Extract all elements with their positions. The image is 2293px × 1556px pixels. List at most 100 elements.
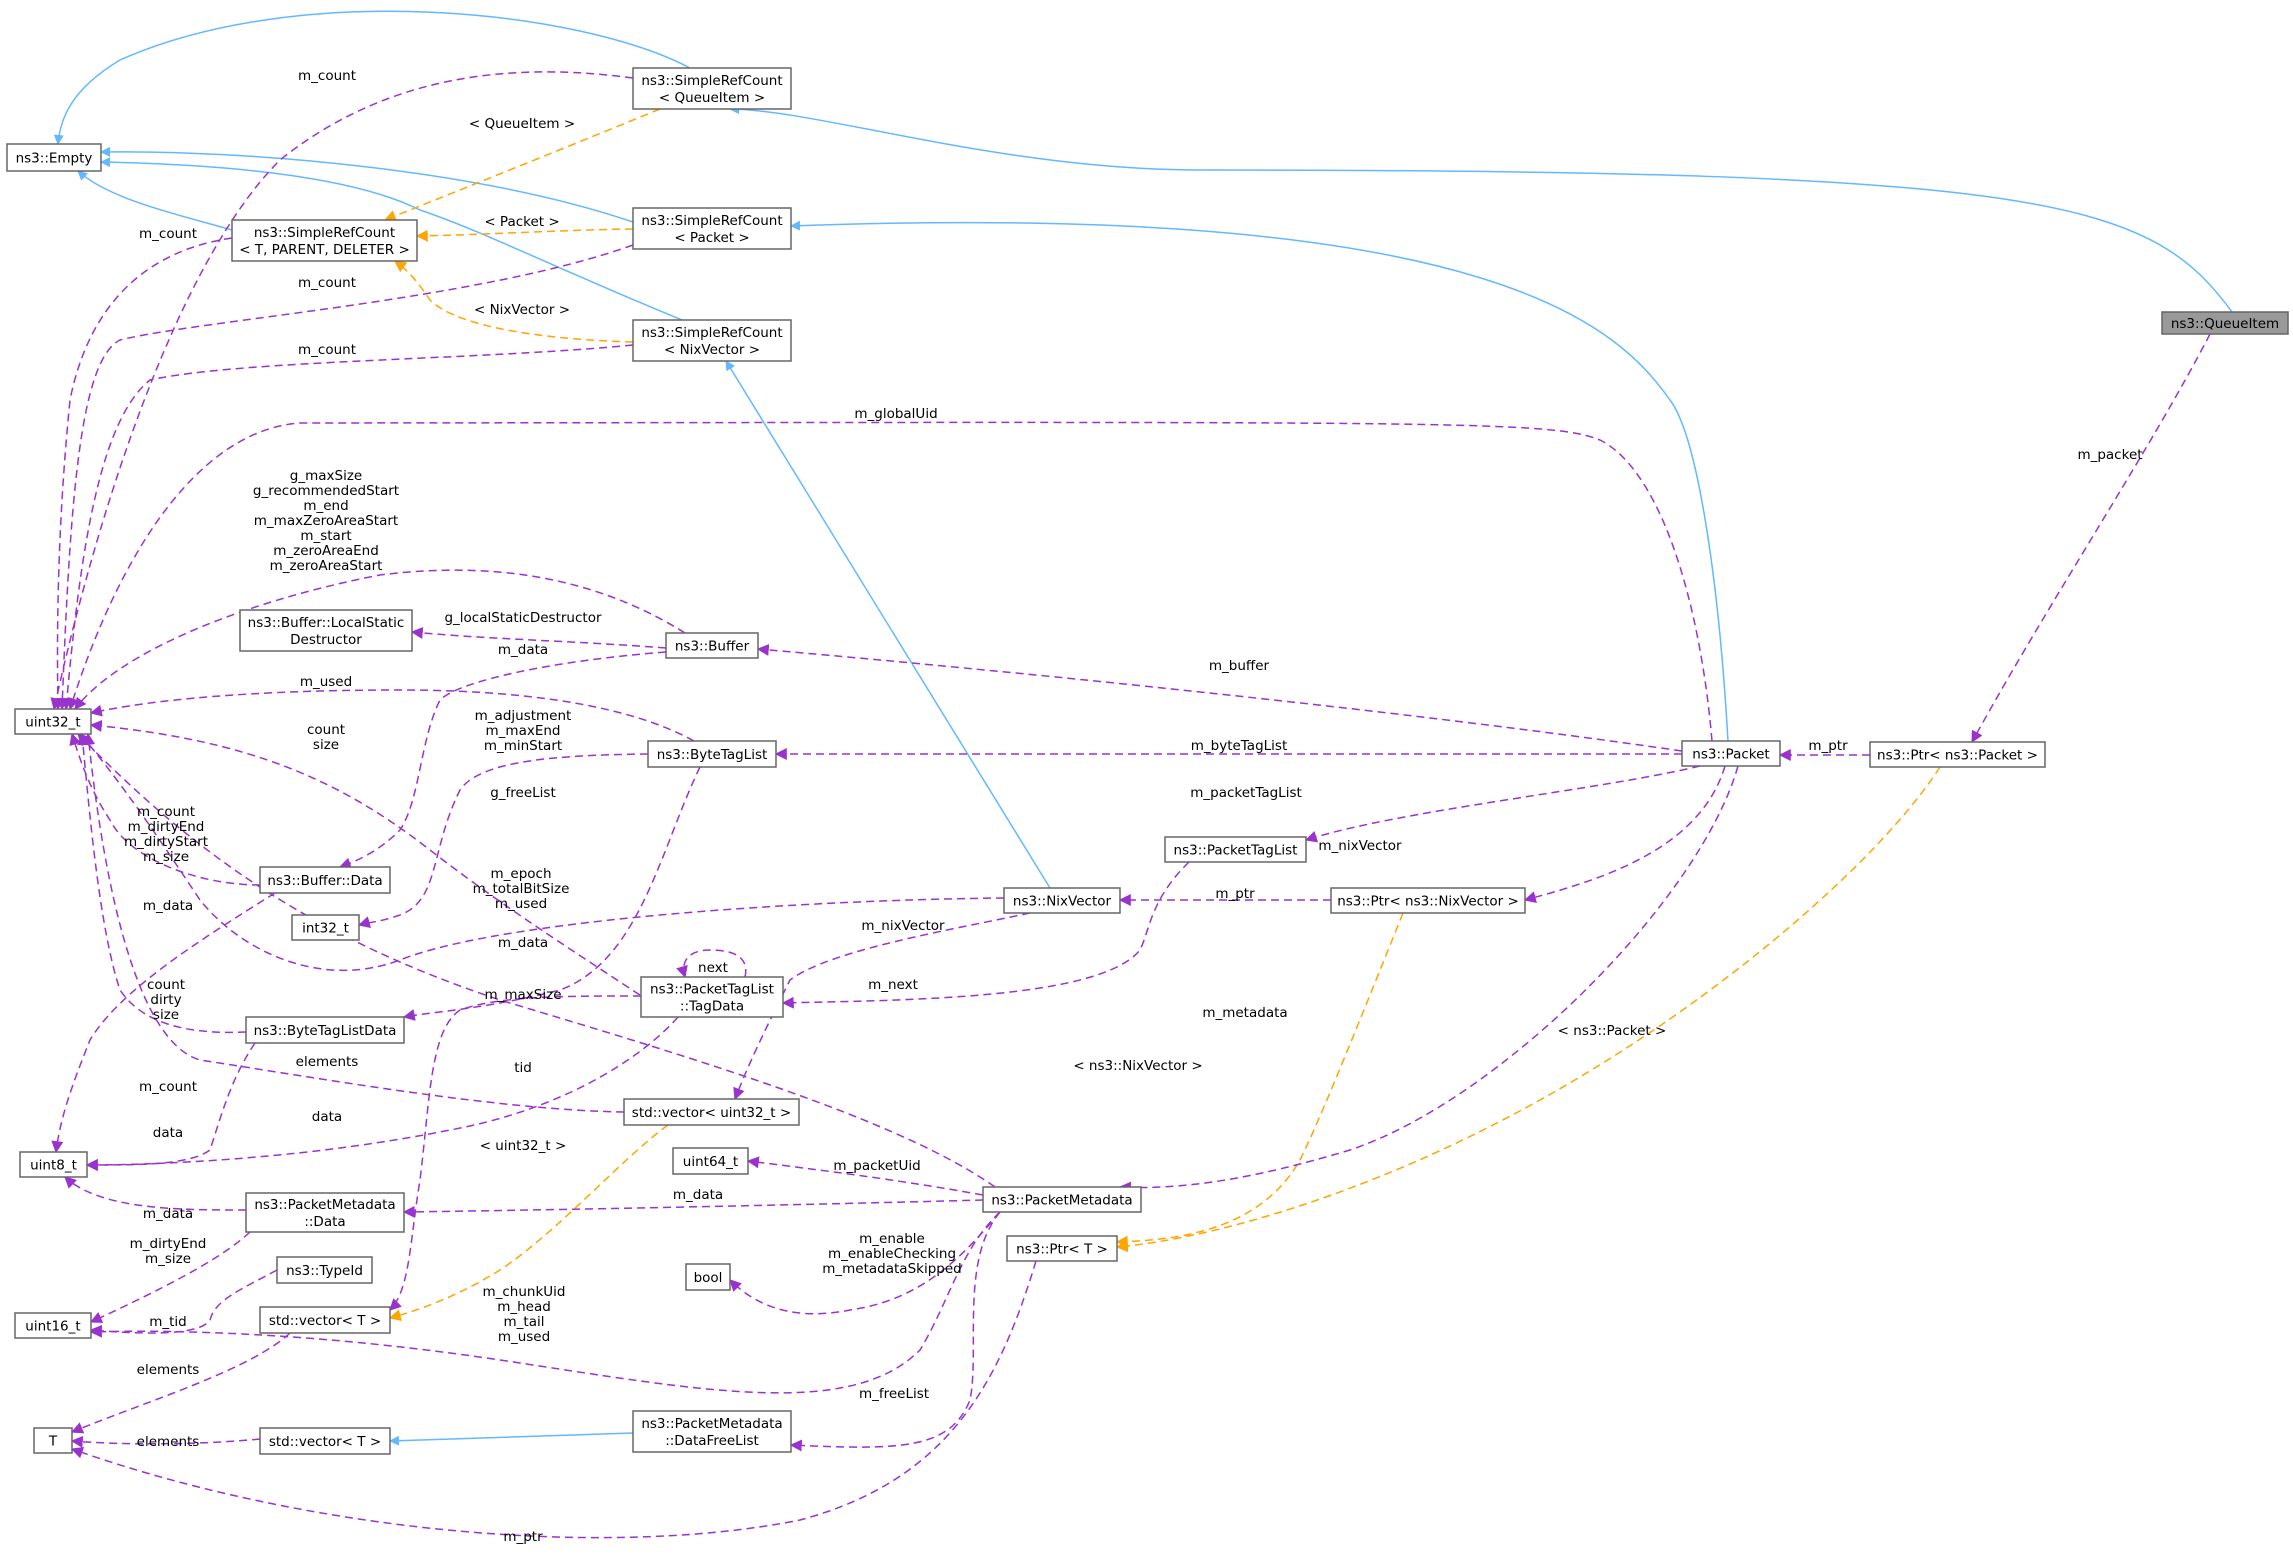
node-box [276, 1256, 373, 1284]
node-box [239, 609, 413, 652]
edge-label-text: count [147, 977, 185, 993]
edge-m-ptrt-t [70, 1260, 1037, 1539]
edge-label-text: m_packetUid [833, 1158, 920, 1174]
edge-label-text: m_used [300, 674, 352, 690]
edge-label-text: m_next [868, 977, 918, 993]
edge-m-tagdata-next [676, 949, 747, 979]
node-src-nixvector[interactable]: ns3::SimpleRefCount< NixVector > [632, 319, 792, 362]
edge-label-m-packet: m_packet [2077, 447, 2142, 463]
edge-m-bufferdata-uint8 [51, 892, 276, 1154]
node-vector-t-a[interactable]: std::vector< T > [259, 1306, 391, 1334]
edge-label-text: m_tid [149, 1314, 187, 1330]
node-pmdata[interactable]: ns3::PacketMetadata::Data [245, 1192, 405, 1233]
node-src-packet[interactable]: ns3::SimpleRefCount< Packet > [632, 207, 792, 250]
edge-label-text: m_enableChecking [828, 1246, 956, 1262]
node-box [1869, 741, 2046, 768]
node-uint32[interactable]: uint32_t [14, 708, 92, 735]
node-ptr-packet[interactable]: ns3::Ptr< ns3::Packet > [1869, 741, 2046, 768]
node-label: ns3::Buffer::Data [267, 873, 382, 889]
edge-m-buffer-bufferdata [338, 651, 667, 870]
edge-label-text: m_epoch [490, 866, 551, 882]
edge-label-m-data-pm: m_data [673, 1187, 723, 1203]
edge-m-btld-uint8 [85, 1042, 256, 1171]
node-bool[interactable]: bool [685, 1263, 731, 1291]
edge-label-m-data-btld: m_data [498, 935, 548, 951]
node-nixvector[interactable]: ns3::NixVector [1003, 887, 1121, 914]
edge-label-text: m_count [139, 1079, 197, 1095]
node-tagdata[interactable]: ns3::PacketTagList::TagData [640, 976, 784, 1018]
edge-label-m-nixVector: m_nixVector [1318, 838, 1402, 854]
node-label: std::vector< uint32_t > [632, 1105, 791, 1121]
edge-label-text: m_used [495, 896, 547, 912]
node-label: ::DataFreeList [665, 1433, 759, 1449]
node-bytetaglist[interactable]: ns3::ByteTagList [647, 740, 777, 768]
edge-label-text: m_data [143, 1206, 193, 1222]
node-datafreelist[interactable]: ns3::PacketMetadata::DataFreeList [632, 1410, 792, 1453]
node-label: ns3::TypeId [286, 1263, 363, 1279]
edge-label-nix-tpl: < ns3::NixVector > [1073, 1058, 1202, 1074]
edge-m-pm-pmdata [402, 1199, 984, 1218]
edge-label-m-metadata: m_metadata [1202, 1005, 1287, 1021]
node-label: ns3::Ptr< ns3::Packet > [1877, 748, 2038, 764]
node-box [1006, 1235, 1118, 1262]
node-ptr-nixvector[interactable]: ns3::Ptr< ns3::NixVector > [1330, 887, 1526, 914]
node-buffer[interactable]: ns3::Buffer [665, 632, 759, 659]
edge-label-text: g_localStaticDestructor [444, 610, 601, 626]
node-packettaglist[interactable]: ns3::PacketTagList [1164, 836, 1307, 863]
node-bytetaglistdata[interactable]: ns3::ByteTagListData [245, 1016, 405, 1044]
node-ptr-t[interactable]: ns3::Ptr< T > [1006, 1235, 1118, 1262]
edge-label-nixvector-tpl: < NixVector > [474, 302, 570, 318]
node-src-generic[interactable]: ns3::SimpleRefCount< T, PARENT, DELETER … [231, 219, 418, 262]
node-box [6, 143, 102, 172]
edge-inherit-queueitem-srcqi [729, 104, 2233, 313]
edge-label-text: m_tail [504, 1314, 545, 1330]
node-uint16[interactable]: uint16_t [14, 1312, 92, 1339]
node-vector-t-b[interactable]: std::vector< T > [259, 1427, 391, 1455]
node-label: std::vector< T > [269, 1434, 381, 1450]
edge-label-m-packetTagList: m_packetTagList [1190, 785, 1302, 801]
edge-label-text: m_metadata [1202, 1005, 1287, 1021]
edge-m-vectort-t-b [70, 1435, 261, 1448]
node-t[interactable]: T [33, 1427, 73, 1454]
node-uint8[interactable]: uint8_t [19, 1151, 88, 1178]
node-bufferdata[interactable]: ns3::Buffer::Data [259, 866, 391, 894]
edge-tpl-srcnix-generic [394, 260, 634, 343]
edge-label-g-localStaticDestructor: g_localStaticDestructor [444, 610, 601, 626]
node-box [623, 1098, 800, 1126]
node-packetmetadata[interactable]: ns3::PacketMetadata [982, 1186, 1142, 1213]
edge-label-elements-2: elements [137, 1362, 200, 1378]
edge-m-tagdata-vector-maxsize [389, 995, 642, 1311]
node-label: ns3::Ptr< T > [1016, 1242, 1108, 1258]
node-src-queueitem[interactable]: ns3::SimpleRefCount< QueueItem > [632, 67, 792, 110]
edge-label-text: m_start [300, 528, 351, 544]
edge-label-text: < NixVector > [474, 302, 570, 318]
edge-label-text: elements [296, 1054, 359, 1070]
node-label: < T, PARENT, DELETER > [239, 242, 410, 258]
node-packet[interactable]: ns3::Packet [1681, 740, 1781, 767]
edge-label-text: m_metadataSkipped [822, 1261, 961, 1277]
edge-label-text: m_ptr [503, 1529, 543, 1545]
node-box [231, 219, 418, 262]
edge-tpl-srcpacket-generic [415, 228, 634, 242]
node-uint64[interactable]: uint64_t [672, 1147, 749, 1175]
edge-m-queueitem-ptrpacket [1971, 333, 2211, 744]
node-typeid[interactable]: ns3::TypeId [276, 1256, 373, 1284]
node-box [982, 1186, 1142, 1213]
node-int32[interactable]: int32_t [291, 914, 360, 941]
edge-label-text: m_dirtyStart [124, 834, 208, 850]
node-box [291, 914, 360, 941]
node-box [685, 1263, 731, 1291]
node-box [1330, 887, 1526, 914]
node-label: uint16_t [25, 1319, 80, 1335]
edge-label-m-data-pmdata: m_data [143, 1206, 193, 1222]
edge-label-text: m_data [498, 642, 548, 658]
node-empty[interactable]: ns3::Empty [6, 143, 102, 172]
node-label: ns3::Ptr< ns3::NixVector > [1337, 894, 1519, 910]
node-vector-uint32[interactable]: std::vector< uint32_t > [623, 1098, 800, 1126]
node-box [632, 207, 792, 250]
node-label: uint8_t [30, 1158, 77, 1174]
node-queueitem[interactable]: ns3::QueueItem [2161, 311, 2289, 335]
edge-label-text: dirty [150, 992, 181, 1008]
edge-label-packet-tpl: < Packet > [484, 214, 559, 230]
